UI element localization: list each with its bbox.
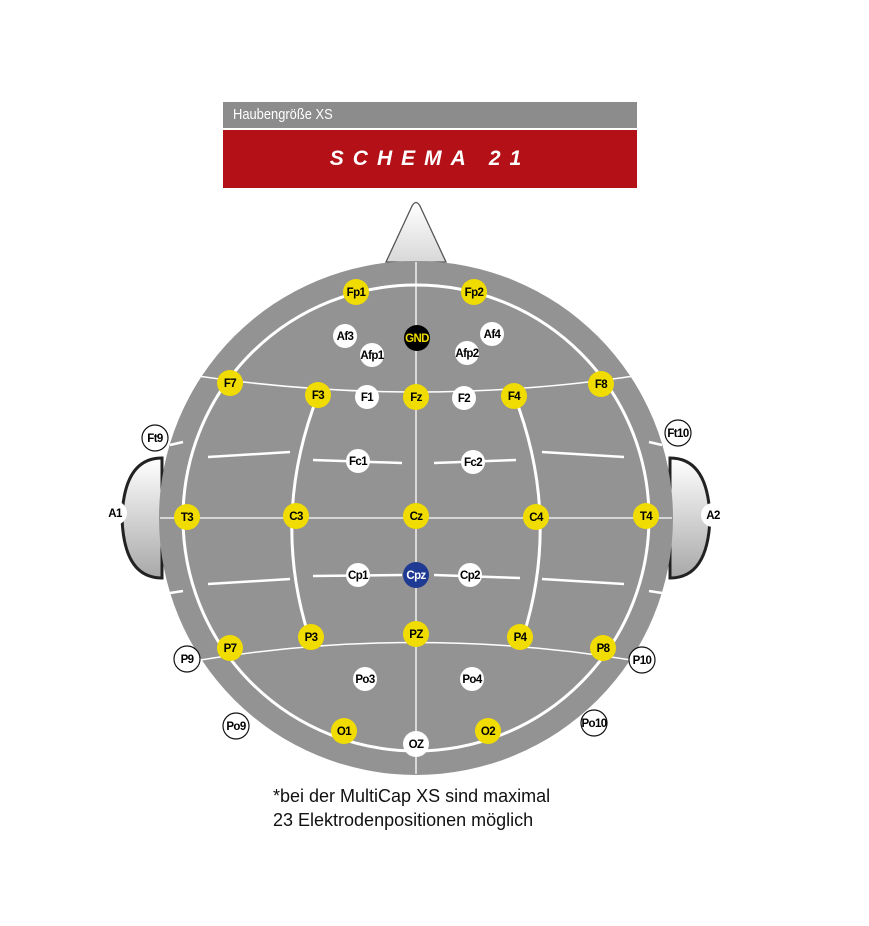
svg-text:P9: P9 [181,654,194,666]
svg-text:F1: F1 [361,392,374,404]
electrode-p4[interactable]: P4 [507,624,533,650]
electrode-t3[interactable]: T3 [174,504,200,530]
svg-text:Fz: Fz [410,392,422,404]
svg-text:T3: T3 [181,512,193,524]
electrode-a2[interactable]: A2 [701,503,725,527]
footnote: *bei der MultiCap XS sind maximal 23 Ele… [273,784,633,832]
svg-text:Cp2: Cp2 [460,570,480,582]
electrode-f3[interactable]: F3 [305,382,331,408]
left-ear [120,456,164,580]
electrode-t4[interactable]: T4 [633,503,659,529]
svg-text:Afp2: Afp2 [455,348,478,360]
svg-text:Ft10: Ft10 [667,428,688,440]
electrode-fp1[interactable]: Fp1 [343,279,369,305]
svg-text:C3: C3 [289,511,303,523]
electrode-f2[interactable]: F2 [452,386,476,410]
svg-text:A2: A2 [706,510,720,522]
electrode-f4[interactable]: F4 [501,383,527,409]
svg-text:Fc2: Fc2 [464,457,482,469]
electrode-cp2[interactable]: Cp2 [458,563,482,587]
electrode-p10[interactable]: P10 [628,646,656,674]
footnote-line-2: 23 Elektrodenpositionen möglich [273,810,534,830]
svg-text:Cp1: Cp1 [348,570,369,582]
electrode-af3[interactable]: Af3 [333,324,357,348]
electrode-a1[interactable]: A1 [103,501,127,525]
cap-size-bar: Haubengröße XS [223,102,637,128]
svg-text:Cz: Cz [410,511,424,523]
svg-text:Fp2: Fp2 [465,287,484,299]
electrode-po9[interactable]: Po9 [222,712,250,740]
nose-shape [384,201,448,263]
electrode-o2[interactable]: O2 [475,718,501,744]
svg-text:Po9: Po9 [226,721,245,733]
svg-text:T4: T4 [640,511,653,523]
svg-text:Af3: Af3 [337,331,354,343]
svg-text:C4: C4 [529,512,544,524]
svg-text:Po10: Po10 [581,718,606,730]
svg-text:O1: O1 [337,726,352,738]
electrode-fc1[interactable]: Fc1 [346,449,370,473]
svg-text:Af4: Af4 [484,329,502,341]
svg-text:Ft9: Ft9 [147,433,163,445]
electrode-af4[interactable]: Af4 [480,322,504,346]
svg-text:Po3: Po3 [355,674,374,686]
electrode-p8[interactable]: P8 [590,635,616,661]
electrode-afp2[interactable]: Afp2 [455,341,479,365]
svg-text:P7: P7 [224,643,237,655]
svg-text:OZ: OZ [409,739,424,751]
electrode-f7[interactable]: F7 [217,370,243,396]
electrode-f1[interactable]: F1 [355,385,379,409]
svg-text:O2: O2 [481,726,495,738]
electrode-cpz[interactable]: Cpz [403,562,429,588]
electrode-p7[interactable]: P7 [217,635,243,661]
svg-text:P4: P4 [514,632,528,644]
electrode-o1[interactable]: O1 [331,718,357,744]
svg-text:F7: F7 [224,378,236,390]
svg-text:F8: F8 [595,379,608,391]
electrode-oz[interactable]: OZ [403,731,429,757]
svg-text:Fp1: Fp1 [347,287,367,299]
electrode-po3[interactable]: Po3 [353,667,377,691]
electrode-c4[interactable]: C4 [523,504,549,530]
electrode-fc2[interactable]: Fc2 [461,450,485,474]
svg-text:A1: A1 [108,508,123,520]
electrode-fz[interactable]: Fz [403,384,429,410]
svg-text:P10: P10 [633,655,652,667]
electrode-cp1[interactable]: Cp1 [346,563,370,587]
svg-text:Afp1: Afp1 [360,350,384,362]
svg-text:P8: P8 [597,643,611,655]
electrode-po4[interactable]: Po4 [460,667,484,691]
electrode-p9[interactable]: P9 [173,645,201,673]
svg-text:PZ: PZ [409,629,423,641]
svg-text:P3: P3 [305,632,318,644]
electrode-gnd[interactable]: GND [404,325,430,351]
svg-text:Cpz: Cpz [406,570,426,582]
electrode-c3[interactable]: C3 [283,503,309,529]
schema-title: SCHEMA 21 [223,130,637,188]
electrode-po10[interactable]: Po10 [580,709,608,737]
svg-text:Fc1: Fc1 [349,456,368,468]
electrode-pz[interactable]: PZ [403,621,429,647]
electrode-ft9[interactable]: Ft9 [141,424,169,452]
svg-text:F4: F4 [508,391,521,403]
electrode-ft10[interactable]: Ft10 [664,419,692,447]
electrode-afp1[interactable]: Afp1 [360,343,385,367]
electrode-fp2[interactable]: Fp2 [461,279,487,305]
electrode-p3[interactable]: P3 [298,624,324,650]
electrode-f8[interactable]: F8 [588,371,614,397]
svg-text:F2: F2 [458,393,470,405]
cap-size-label: Haubengröße XS [233,106,333,123]
footnote-line-1: *bei der MultiCap XS sind maximal [273,786,551,806]
svg-text:GND: GND [405,333,429,345]
svg-text:F3: F3 [312,390,324,402]
electrode-cz[interactable]: Cz [403,503,429,529]
svg-text:Po4: Po4 [462,674,482,686]
